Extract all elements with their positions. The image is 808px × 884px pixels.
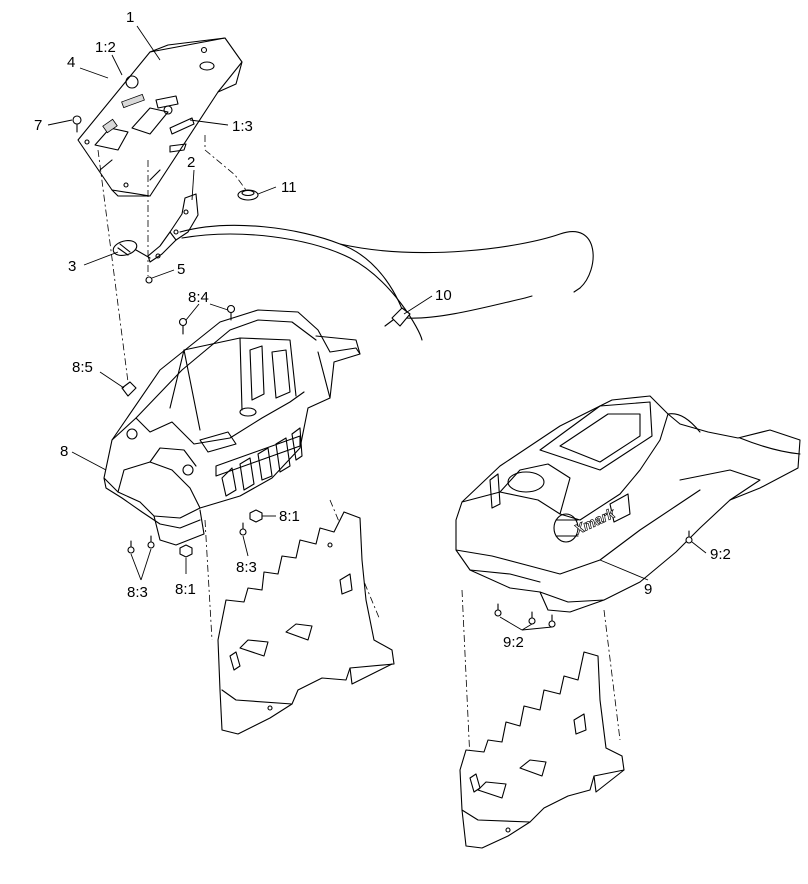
label-9-2a: 9:2 [710, 546, 731, 563]
label-7: 7 [34, 117, 42, 134]
label-8-3a: 8:3 [236, 559, 257, 576]
label-1: 1 [126, 9, 134, 26]
label-8-1b: 8:1 [175, 581, 196, 598]
screws-8-4 [178, 304, 236, 335]
throttle-bracket-2 [147, 193, 199, 263]
control-panel-plate [77, 37, 243, 197]
knob-3 [112, 240, 151, 259]
label-8-3b: 8:3 [127, 584, 148, 601]
part-labels: 1 1:2 4 7 1:3 2 11 3 5 10 8:4 8:5 8 8:1 … [34, 9, 731, 651]
nuts-8-1 [179, 509, 263, 558]
label-9: 9 [644, 581, 652, 598]
label-10: 10 [435, 287, 452, 304]
label-1-3: 1:3 [232, 118, 253, 135]
label-5: 5 [177, 261, 185, 278]
label-9-2b: 9:2 [503, 634, 524, 651]
label-1-2: 1:2 [95, 39, 116, 56]
label-8-5: 8:5 [72, 359, 93, 376]
label-8-1a: 8:1 [279, 508, 300, 525]
grommet-11 [237, 189, 259, 201]
right-heat-shield [459, 651, 625, 849]
label-8: 8 [60, 443, 68, 460]
throttle-cable-10 [179, 224, 594, 341]
label-4: 4 [67, 54, 75, 71]
right-fuel-tank-housing-9: Xmark [455, 395, 801, 613]
label-3: 3 [68, 258, 76, 275]
label-11: 11 [281, 179, 297, 196]
screws-9-2 [494, 530, 693, 628]
screw-7 [72, 115, 82, 133]
left-fuel-tank-housing-8 [103, 309, 361, 546]
leader-lines [47, 25, 707, 631]
clip-8-5 [121, 381, 137, 397]
left-heat-shield [217, 511, 395, 735]
label-2: 2 [187, 154, 195, 171]
screw-5 [145, 276, 153, 284]
screws-8-3 [127, 522, 247, 554]
label-8-4: 8:4 [188, 289, 209, 306]
